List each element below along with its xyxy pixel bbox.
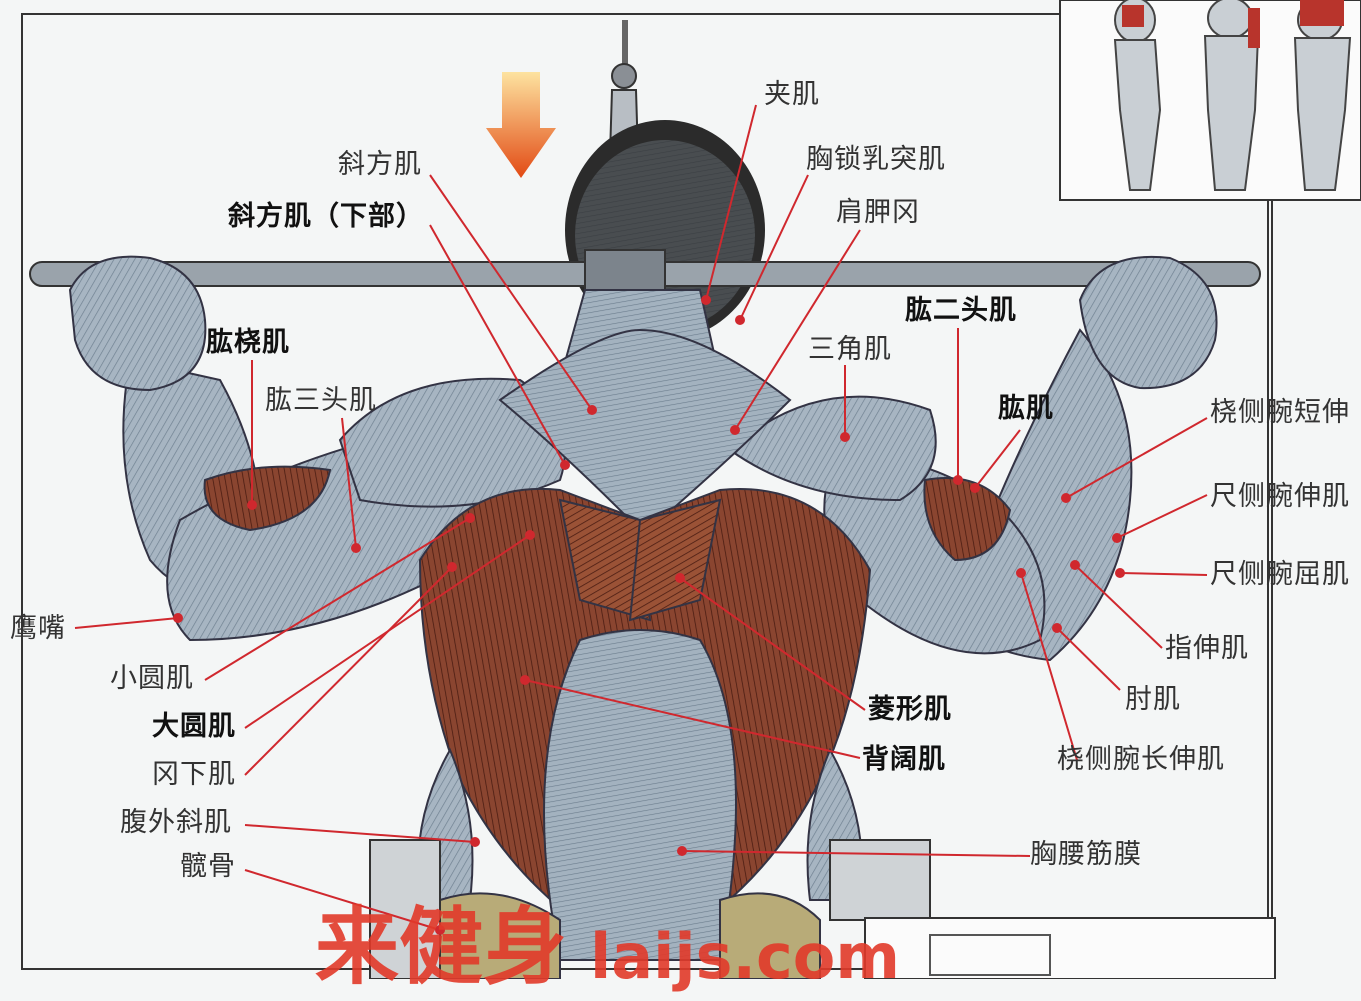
label-latissimus: 背阔肌 bbox=[862, 745, 946, 775]
anatomy-illustration: 夹肌 斜方肌 胸锁乳突肌 斜方肌（下部） 肩胛冈 肱二头肌 肱桡肌 三角肌 肱三… bbox=[0, 0, 1361, 979]
label-teres-minor: 小圆肌 bbox=[110, 664, 194, 694]
label-anconeus: 肘肌 bbox=[1125, 685, 1181, 715]
label-teres-major: 大圆肌 bbox=[152, 712, 236, 742]
label-hip-bone: 髋骨 bbox=[180, 852, 236, 882]
label-infraspinatus: 冈下肌 bbox=[152, 760, 236, 790]
down-arrow-icon bbox=[486, 72, 556, 178]
label-olecranon: 鹰嘴 bbox=[10, 614, 66, 644]
watermark-cn: 来健身 bbox=[315, 880, 567, 1001]
label-sternocleidomastoid: 胸锁乳突肌 bbox=[806, 145, 946, 175]
label-biceps: 肱二头肌 bbox=[905, 296, 1017, 326]
left-fist bbox=[70, 257, 205, 390]
label-brachialis: 肱肌 bbox=[998, 394, 1054, 424]
label-deltoid: 三角肌 bbox=[808, 335, 892, 365]
label-fcu: 尺侧腕屈肌 bbox=[1210, 560, 1350, 590]
label-ecr-brevis: 桡侧腕短伸 bbox=[1210, 398, 1350, 428]
cable-pulley bbox=[612, 64, 636, 88]
label-triceps: 肱三头肌 bbox=[265, 386, 377, 416]
watermark-domain: laijs.com bbox=[590, 920, 900, 993]
seat-right bbox=[830, 840, 930, 920]
label-lower-trapezius: 斜方肌（下部） bbox=[228, 202, 424, 232]
label-rhomboid: 菱形肌 bbox=[868, 695, 952, 725]
thoracolumbar-fascia bbox=[544, 630, 736, 960]
label-brachioradialis: 肱桡肌 bbox=[206, 328, 290, 358]
label-trapezius: 斜方肌 bbox=[338, 150, 422, 180]
inset-bottom bbox=[865, 918, 1275, 979]
label-scapular-spine: 肩胛冈 bbox=[836, 198, 920, 228]
label-thoracolumbar-fascia: 胸腰筋膜 bbox=[1030, 840, 1142, 870]
label-ecr-longus: 桡侧腕长伸肌 bbox=[1057, 745, 1225, 775]
label-ecu: 尺侧腕伸肌 bbox=[1210, 482, 1350, 512]
label-ext-digitorum: 指伸肌 bbox=[1165, 634, 1249, 664]
label-external-oblique: 腹外斜肌 bbox=[120, 808, 232, 838]
label-splenius: 夹肌 bbox=[764, 80, 820, 110]
